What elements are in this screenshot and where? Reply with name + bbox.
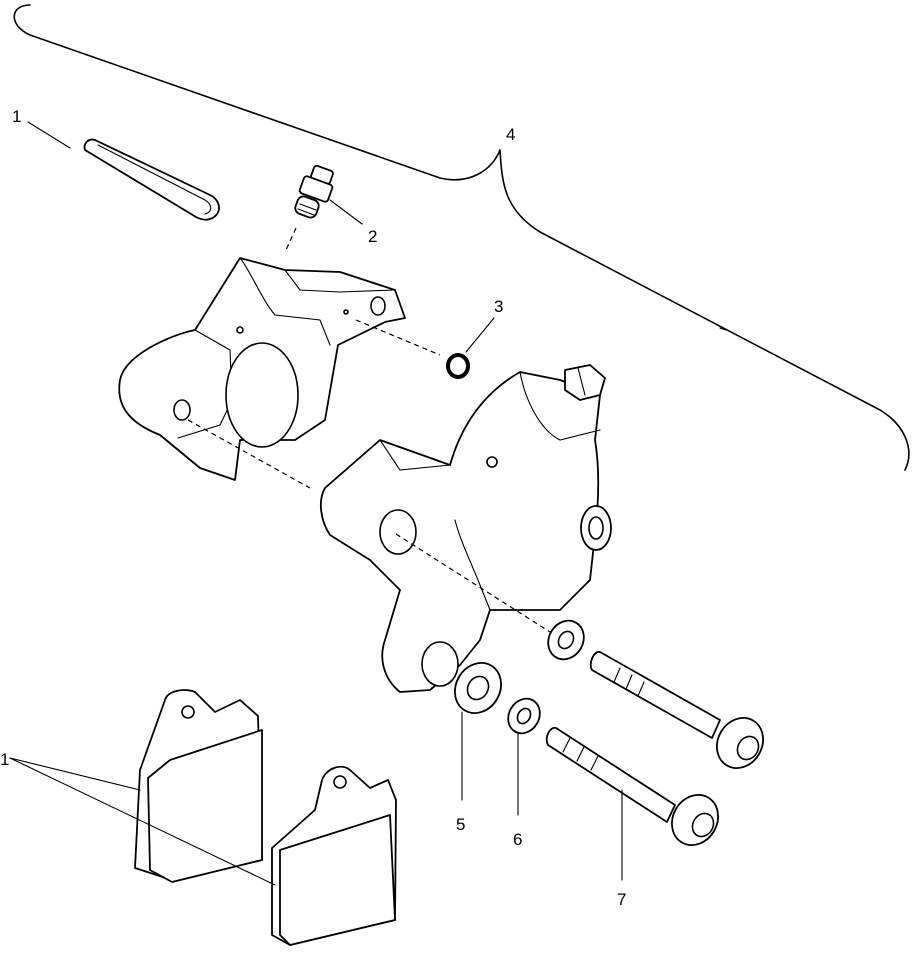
small-washer xyxy=(507,697,541,816)
caliper-bracket xyxy=(118,257,441,489)
callout-2: 2 xyxy=(368,227,377,246)
callout-5: 5 xyxy=(456,815,465,834)
upper-bolt xyxy=(589,651,764,769)
lower-bolt xyxy=(545,726,719,881)
callout-4: 4 xyxy=(506,125,515,144)
caliper-body xyxy=(319,364,612,693)
bleeder-valve xyxy=(285,164,363,251)
pin-clip xyxy=(27,121,220,221)
o-ring xyxy=(446,317,495,379)
callout-1-clip: 1 xyxy=(12,107,21,126)
callout-6: 6 xyxy=(513,830,522,849)
callout-7: 7 xyxy=(617,890,626,909)
callout-3: 3 xyxy=(494,297,503,316)
caliper-washer xyxy=(547,619,585,661)
brake-pads xyxy=(9,689,397,946)
assembly-bracket-line xyxy=(13,4,910,471)
large-washer xyxy=(454,662,502,801)
callout-1-pads: 1 xyxy=(0,750,9,769)
